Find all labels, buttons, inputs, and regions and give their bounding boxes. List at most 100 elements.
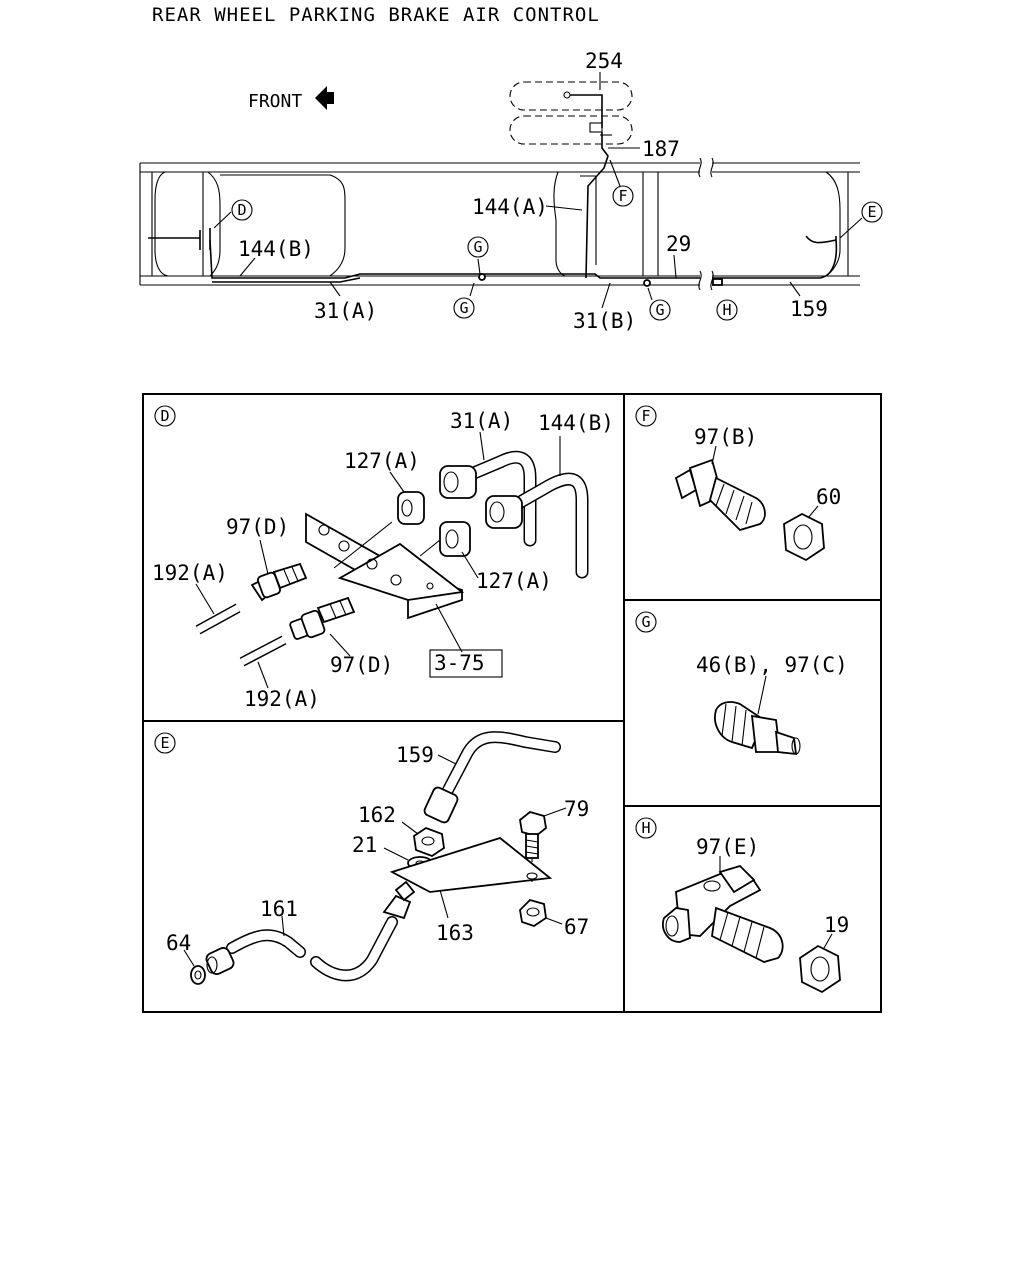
tee-97e: [662, 864, 784, 963]
circled-letter-icon: E: [160, 734, 169, 752]
detail-marker-e: E: [154, 732, 176, 754]
leader-19: [823, 933, 833, 949]
leader-46b: [757, 675, 767, 715]
front-fitting: [148, 228, 211, 250]
leader-127a-top: [389, 471, 405, 493]
label-e-162: 162: [358, 803, 396, 827]
leader-127a-bottom: [461, 551, 479, 579]
leader-f: [609, 159, 621, 187]
circled-letter-icon: G: [473, 238, 482, 256]
label-f-97b: 97(B): [694, 425, 757, 449]
leader-163: [439, 889, 449, 919]
front-label: FRONT: [248, 91, 302, 112]
leader-144a: [545, 205, 583, 211]
frame-break-marks: [698, 157, 714, 291]
nut-67: [519, 898, 547, 927]
label-d-192a-bottom: 192(A): [244, 687, 320, 711]
leader-60: [807, 505, 819, 519]
label-d-127a-top: 127(A): [344, 449, 420, 473]
nut-162: [413, 826, 445, 858]
arrow-left-icon: [315, 86, 334, 110]
circled-letter-icon: H: [641, 819, 650, 837]
hose-161-nut: [205, 947, 235, 975]
label-e-79: 79: [564, 797, 589, 821]
fitting-161: [382, 894, 412, 920]
detail-d: D: [152, 405, 614, 711]
marker-e[interactable]: E: [861, 201, 883, 223]
diagram-title: REAR WHEEL PARKING BRAKE AIR CONTROL: [152, 4, 600, 26]
connector-97d-bottom: [289, 596, 356, 640]
detail-marker-g: G: [635, 611, 657, 633]
overview-section: 254 187 144(A) 144(B) 29 31(A) 31(B) 159…: [139, 49, 883, 333]
air-tank-upper: [509, 81, 633, 111]
circled-letter-icon: G: [641, 613, 650, 631]
bracket-163: [389, 836, 553, 893]
leader-192a-top: [195, 583, 215, 615]
circled-letter-icon: F: [641, 407, 650, 425]
leader-192a-bottom: [257, 661, 269, 689]
marker-f[interactable]: F: [612, 185, 634, 207]
label-144a: 144(A): [472, 195, 548, 219]
label-e-159: 159: [396, 743, 434, 767]
cross-member-3: [220, 174, 346, 277]
label-d-127a-bottom: 127(A): [476, 569, 552, 593]
label-f-60: 60: [816, 485, 841, 509]
label-d-ref[interactable]: 3-75: [434, 651, 485, 675]
label-d-144b: 144(B): [538, 411, 614, 435]
leader-d: [213, 211, 232, 229]
leader-97d-top: [259, 539, 269, 575]
circled-letter-icon: F: [618, 187, 627, 205]
leader-21: [383, 847, 409, 861]
tank-pipe: [570, 94, 603, 128]
leader-31a: [479, 431, 485, 461]
washer-64: [190, 965, 206, 985]
label-d-97d-bottom: 97(D): [330, 653, 393, 677]
label-d-192a-top: 192(A): [152, 561, 228, 585]
nut-19: [799, 944, 841, 994]
detail-marker-h: H: [635, 817, 657, 839]
leader-162: [401, 821, 419, 835]
pipe-144a-route: [585, 132, 609, 279]
label-e-67: 67: [564, 915, 589, 939]
leader-g2: [647, 287, 653, 301]
circled-letter-icon: D: [160, 407, 169, 425]
frame-rail-top: [140, 162, 860, 173]
circled-letter-icon: G: [655, 301, 664, 319]
leader-144b: [239, 257, 256, 277]
circled-letter-icon: E: [867, 203, 876, 221]
cross-member-2: [202, 171, 221, 277]
assembly-lines: [333, 521, 441, 569]
cross-member-5: [642, 172, 659, 276]
label-h-97e: 97(E): [696, 835, 759, 859]
label-159: 159: [790, 297, 828, 321]
label-e-64: 64: [166, 931, 191, 955]
cross-member-1: [154, 171, 169, 277]
label-e-21: 21: [352, 833, 377, 857]
cross-member-4: [553, 171, 597, 277]
label-h-19: 19: [824, 913, 849, 937]
marker-g-right[interactable]: G: [649, 299, 671, 321]
leader-159: [437, 754, 457, 765]
label-29: 29: [666, 232, 691, 256]
leader-67: [545, 917, 563, 925]
detail-f: F 97(B) 60: [635, 405, 841, 562]
detail-e: E: [154, 731, 589, 985]
detail-frame: [142, 393, 882, 1013]
connector-97d-top: [250, 562, 308, 602]
marker-g-top[interactable]: G: [467, 236, 489, 258]
connector-46b-97c: [714, 701, 801, 756]
detail-g: G 46(B), 97(C): [635, 611, 848, 756]
label-144b: 144(B): [238, 237, 314, 261]
marker-h[interactable]: H: [716, 299, 738, 321]
marker-g-bottom[interactable]: G: [453, 297, 475, 319]
marker-d[interactable]: D: [231, 199, 253, 221]
connector-g2: [643, 279, 651, 287]
connector-97b: [674, 458, 766, 532]
leader-31a: [329, 281, 341, 297]
label-e-163: 163: [436, 921, 474, 945]
leader-g3: [469, 282, 475, 297]
air-tank-lower: [509, 115, 633, 145]
leader-ref: [435, 603, 463, 653]
ref-box: [429, 649, 503, 678]
